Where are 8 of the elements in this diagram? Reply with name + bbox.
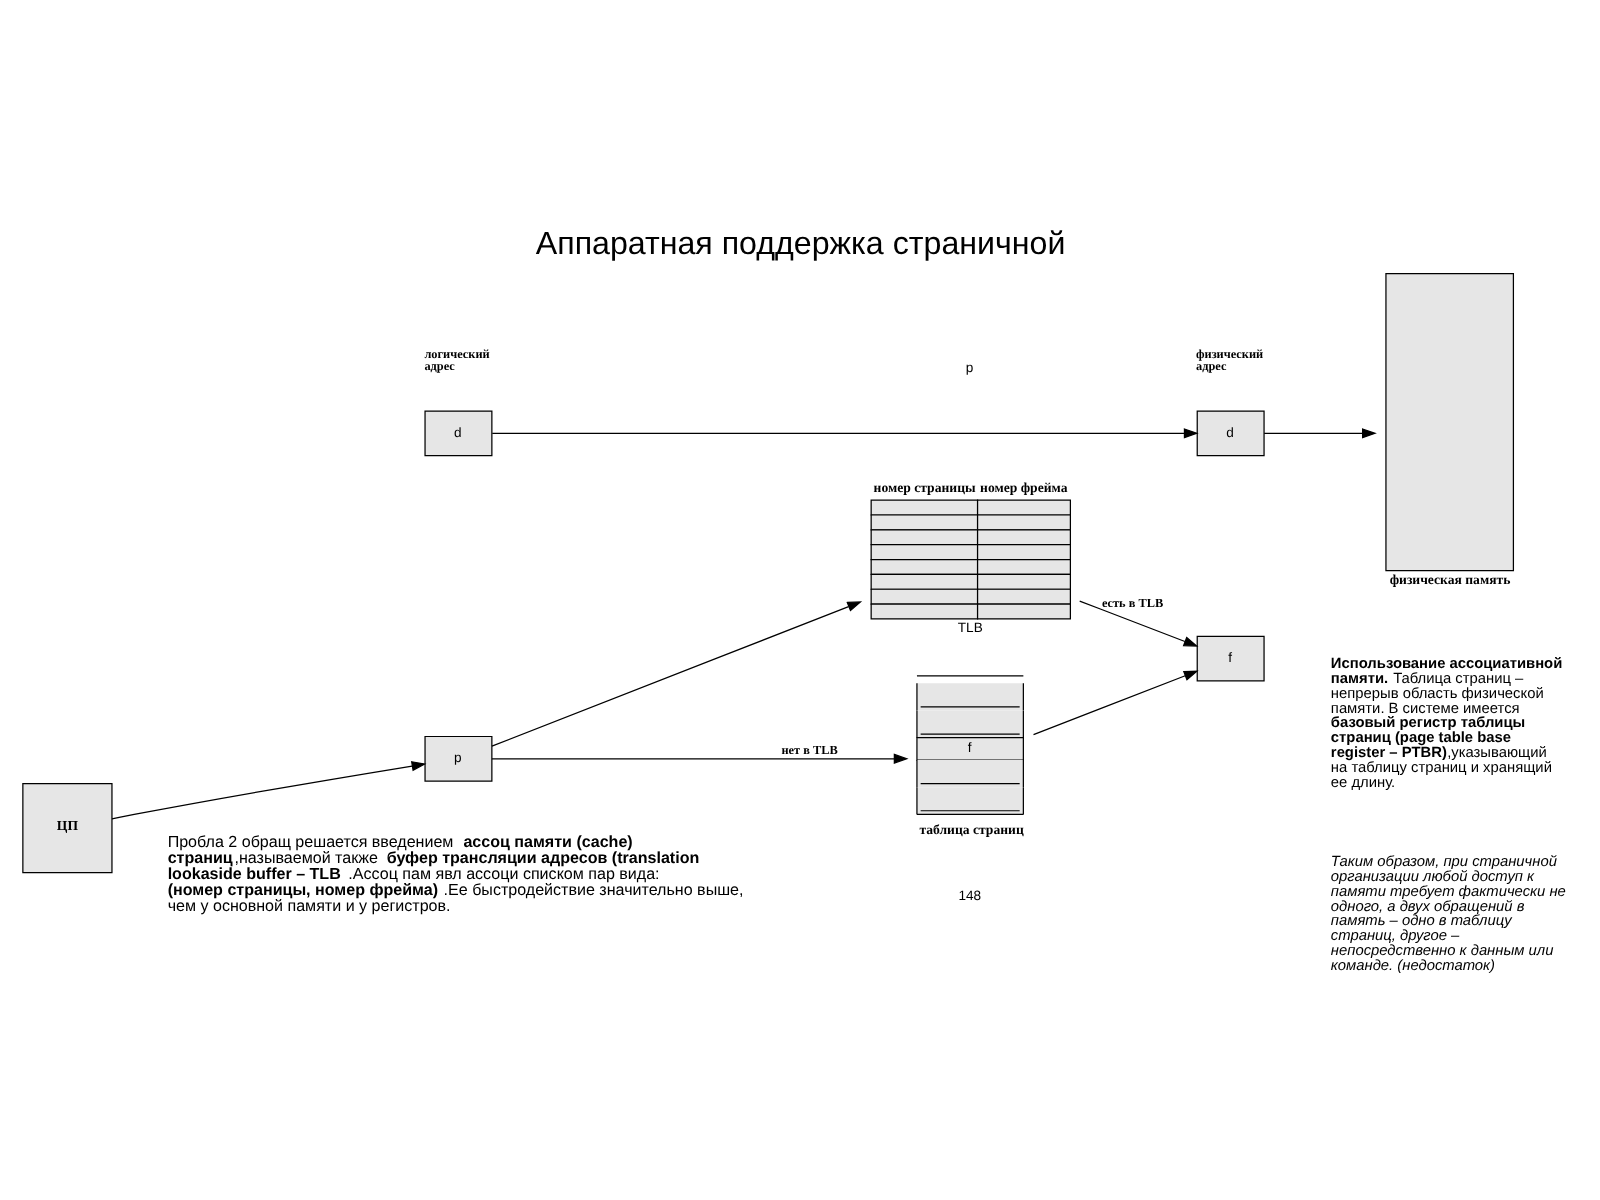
arrow bbox=[491, 600, 863, 746]
arrow bbox=[491, 752, 909, 763]
arrow bbox=[1263, 427, 1377, 438]
arrow bbox=[491, 427, 1199, 438]
arrow bbox=[1032, 669, 1199, 735]
arrow bbox=[111, 759, 427, 819]
diagram-title: Аппаратная поддержка страничной bbox=[535, 224, 1066, 261]
arrow bbox=[1079, 599, 1199, 646]
